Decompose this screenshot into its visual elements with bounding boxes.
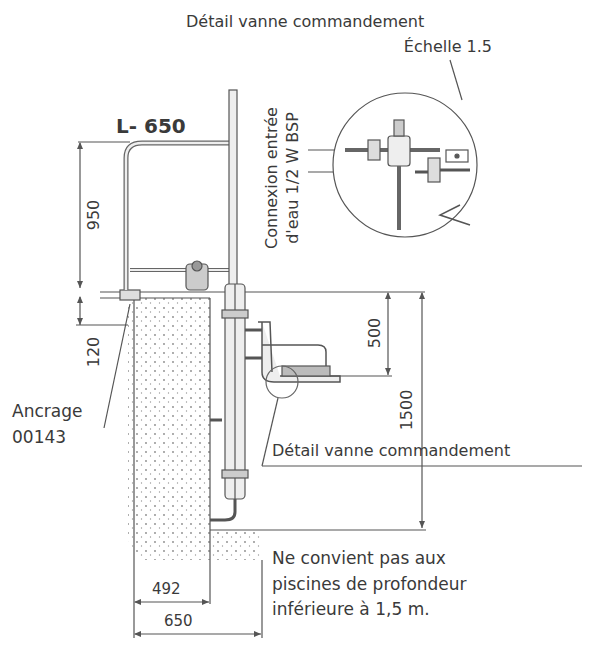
dimension: 1500 xyxy=(397,380,417,440)
detail-callout: Détail vanne commandement xyxy=(272,441,582,461)
length-label: L- 650 xyxy=(116,114,196,139)
dimension: 950 xyxy=(84,190,104,240)
depth-note: Ne convient pas aux piscines de profonde… xyxy=(272,546,512,623)
dimension: 500 xyxy=(365,308,385,358)
dimension: 492 xyxy=(152,580,192,599)
anchor-label: Ancrage 00143 xyxy=(12,398,104,451)
dimension: 120 xyxy=(84,327,104,377)
scale-note: Échelle 1.5 xyxy=(380,37,492,57)
dimension: 650 xyxy=(164,612,204,631)
water-inlet-label: Connexion entrée d'eau 1/2 W BSP xyxy=(262,103,304,253)
detail-title: Détail vanne commandement xyxy=(186,12,496,32)
